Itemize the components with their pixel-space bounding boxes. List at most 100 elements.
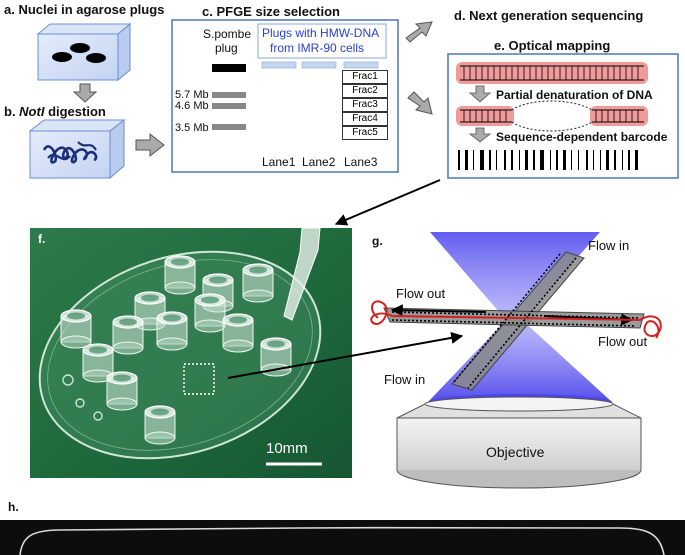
denatured-bubble xyxy=(511,100,593,132)
panel-b-title: b. NotI digestion xyxy=(4,104,106,119)
ladder-label-line2: plug xyxy=(215,41,238,55)
stretched-dna-signal xyxy=(19,526,665,555)
barcode-bar xyxy=(473,150,474,170)
flow-out-right-label: Flow out xyxy=(598,334,648,349)
pipette-tip xyxy=(283,227,321,321)
barcode-bar xyxy=(525,150,528,170)
dna-barcode xyxy=(458,150,638,170)
arrow-e-to-f xyxy=(334,179,441,226)
well-reservoir xyxy=(222,313,254,353)
panel-a-title: a. Nuclei in agarose plugs xyxy=(4,2,165,17)
size-label-3.5: 3.5 Mb xyxy=(175,122,209,134)
panel-d-title: d. Next generation sequencing xyxy=(454,8,644,23)
ladder-plug-band xyxy=(212,64,246,72)
hmw-label-box xyxy=(257,23,387,59)
barcode-bar xyxy=(586,150,588,170)
fraction-4: Frac4 xyxy=(342,112,388,126)
dna-fragment-tangle xyxy=(42,145,98,164)
well-reservoir xyxy=(144,405,176,445)
panel-b-prefix: b. xyxy=(4,104,20,119)
flow-in-bottom-label: Flow in xyxy=(384,372,426,387)
denaturation-label: Partial denaturation of DNA xyxy=(496,88,653,102)
barcode-bar xyxy=(635,150,638,170)
photo-to-schematic-arrow xyxy=(227,332,464,379)
digested-dna-cube xyxy=(28,118,126,180)
well-reservoir xyxy=(156,311,188,351)
well-reservoir xyxy=(242,263,274,303)
lane3-plug xyxy=(343,61,379,69)
barcode-bar xyxy=(563,150,566,170)
barcode-bar xyxy=(614,150,616,170)
well-reservoir xyxy=(112,315,144,355)
barcode-bar xyxy=(465,150,468,170)
barcode-bar xyxy=(556,150,558,170)
lane1-plug xyxy=(261,61,297,69)
arrow-barcode xyxy=(468,127,492,143)
lane-2-label: Lane2 xyxy=(302,155,336,169)
barcode-label: Sequence-dependent barcode xyxy=(496,130,668,144)
agarose-plug-cube xyxy=(36,22,132,82)
ladder-band xyxy=(212,103,246,109)
barcode-bar xyxy=(533,150,535,170)
nucleus xyxy=(52,52,72,62)
barcode-bar xyxy=(628,150,630,170)
barcode-bar xyxy=(540,150,544,170)
fraction-2: Frac2 xyxy=(342,84,388,98)
ladder-band xyxy=(212,92,246,98)
barcode-bar xyxy=(511,150,513,170)
ladder-label-line1: S.pombe xyxy=(203,27,252,41)
scale-bar-label: 10mm xyxy=(266,440,308,457)
dotted-selection-box xyxy=(183,363,215,395)
well-reservoir xyxy=(82,343,114,383)
lane-3-label: Lane3 xyxy=(344,155,378,169)
panel-b-suffix: digestion xyxy=(44,104,106,119)
well-reservoir xyxy=(164,255,196,295)
panel-e-title: e. Optical mapping xyxy=(494,38,611,53)
fraction-1: Frac1 xyxy=(342,70,388,84)
well-reservoir xyxy=(60,309,92,349)
flow-out-left-label: Flow out xyxy=(396,286,446,301)
barcode-bar xyxy=(519,150,520,170)
hmw-label-line1: Plugs with HMW-DNA xyxy=(262,26,380,40)
arrow-c-to-d xyxy=(405,21,433,43)
barcode-bar xyxy=(480,150,484,170)
well-reservoir xyxy=(106,371,138,411)
laser-cone-top xyxy=(430,232,600,320)
objective-label: Objective xyxy=(486,444,545,460)
fraction-5: Frac5 xyxy=(342,126,388,140)
flow-in-top-label: Flow in xyxy=(588,238,630,253)
barcode-bar xyxy=(550,150,551,170)
dsdna-bar xyxy=(456,62,648,84)
barcode-bar xyxy=(622,150,623,170)
lane2-plug xyxy=(301,61,337,69)
hmw-label-line2: from IMR-90 cells xyxy=(270,41,365,55)
dna-molecule xyxy=(370,300,662,339)
nucleus xyxy=(86,53,106,63)
arrow-a-to-b xyxy=(72,83,98,103)
barcode-bar xyxy=(489,150,491,170)
barcode-bar xyxy=(593,150,594,170)
dsdna-right-segment xyxy=(590,106,648,126)
barcode-bar xyxy=(600,150,601,170)
panel-b-enzyme: NotI xyxy=(19,104,45,119)
fraction-3: Frac3 xyxy=(342,98,388,112)
fluorescence-image xyxy=(0,520,685,555)
barcode-bar xyxy=(496,150,497,170)
barcode-bar xyxy=(458,150,460,170)
nucleus xyxy=(70,43,90,53)
panel-c-title: c. PFGE size selection xyxy=(202,4,340,19)
well-reservoir xyxy=(194,293,226,333)
barcode-bar xyxy=(504,150,506,170)
panel-f-label: f. xyxy=(38,232,46,246)
barcode-bar xyxy=(571,150,572,170)
barcode-bar xyxy=(606,150,609,170)
size-label-5.7: 5.7 Mb xyxy=(175,89,209,101)
dsdna-left-segment xyxy=(456,106,514,126)
arrow-b-to-c xyxy=(135,132,165,158)
panel-h-label: h. xyxy=(8,500,19,514)
panel-g-label: g. xyxy=(372,234,383,248)
barcode-bar xyxy=(578,150,579,170)
lane-1-label: Lane1 xyxy=(262,155,296,169)
arrow-c-to-e xyxy=(407,91,433,115)
